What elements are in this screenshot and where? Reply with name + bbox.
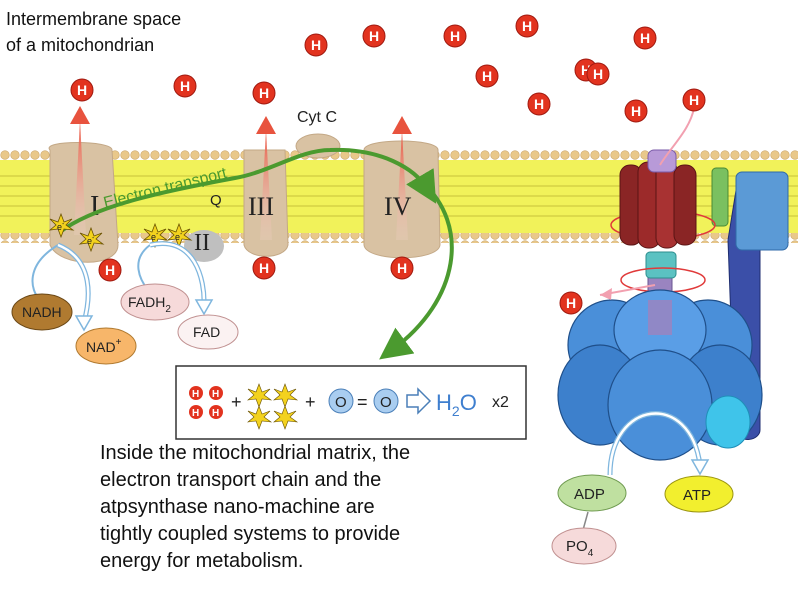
proton-label: H (482, 68, 492, 84)
po4-label: PO4 (566, 538, 594, 559)
oxygen-bond: = (357, 392, 368, 412)
proton-icon (173, 74, 197, 98)
complex-2: II (184, 230, 224, 262)
intermembrane-label-line1: Intermembrane space (6, 9, 182, 29)
proton-icon (624, 99, 648, 123)
fad-label: FAD (193, 324, 220, 340)
eq-plus-1: + (231, 392, 242, 412)
nad-label: NAD+ (86, 337, 122, 355)
proton-label: H (259, 260, 269, 276)
proton-label: H (593, 66, 603, 82)
complex-1: I (48, 106, 119, 263)
q-label: Q (210, 192, 222, 209)
caption-line-1: Inside the mitochondrial matrix, the (100, 442, 411, 464)
proton-label: H (450, 28, 460, 44)
proton-icon (98, 258, 122, 282)
electron-label: e- (151, 231, 159, 242)
proton-label: H (522, 18, 532, 34)
electron-3: e- (142, 222, 169, 249)
proton-label: H (105, 262, 115, 278)
fadh-node (120, 283, 190, 321)
atp-synthase (557, 107, 789, 476)
fadh-label: FADH2 (128, 294, 171, 315)
proton-icon (443, 24, 467, 48)
eq-proton-label: H (192, 389, 199, 400)
complex-3-label: III (248, 192, 274, 221)
complex-1-label: I (90, 191, 99, 222)
electron-label: e- (175, 231, 183, 242)
electron-label: e- (57, 221, 65, 232)
complex-3: III (243, 116, 289, 257)
nad-node (75, 327, 137, 365)
electron-4: e- (166, 222, 193, 249)
proton-label: H (369, 28, 379, 44)
proton-label: H (566, 295, 576, 311)
intermembrane-label: Intermembrane space of a mitochondrian (6, 6, 286, 58)
electron-2: e- (78, 226, 105, 253)
proton-label: H (311, 37, 321, 53)
proton-icon (70, 78, 94, 102)
proton-label: H (180, 78, 190, 94)
caption: Inside the mitochondrial matrix, the ele… (100, 440, 520, 575)
proton-icon (515, 14, 539, 38)
proton-label: H (77, 82, 87, 98)
proton-icon (304, 33, 328, 57)
adp-label: ADP (574, 486, 605, 503)
electron-label: e- (87, 235, 95, 246)
proton-icon (559, 291, 583, 315)
atp-label: ATP (683, 487, 711, 504)
water-formula: H2O (436, 390, 477, 419)
electron-1: e- (48, 212, 75, 239)
proton-icon (362, 24, 386, 48)
atp-node (664, 475, 734, 513)
proton-label: H (397, 260, 407, 276)
proton-label: H (259, 85, 269, 101)
eq-proton-label: H (212, 408, 219, 419)
atp-nodes: ADP PO4 ATP (551, 474, 734, 565)
water-multiplier: x2 (492, 394, 509, 411)
caption-line-3: atpsynthase nano-machine are (100, 496, 375, 518)
proton-icon (252, 81, 276, 105)
po4-node (551, 527, 617, 565)
intermembrane-label-line2: of a mitochondrian (6, 35, 155, 55)
proton-label: H (640, 30, 650, 46)
nadh-cycle: NADH NAD+ (11, 242, 137, 365)
proton-label: H (581, 62, 591, 78)
proton-icon (586, 62, 610, 86)
fad-node (177, 314, 239, 350)
proton-icon (390, 256, 414, 280)
complex-2-label: II (194, 230, 210, 256)
proton-icon (475, 64, 499, 88)
proton-label: H (689, 92, 699, 108)
proton-label: H (631, 103, 641, 119)
fadh-cycle: FADH2 FAD (120, 241, 239, 350)
proton-icon (633, 26, 657, 50)
proton-icon (252, 256, 276, 280)
proton-label: H (534, 96, 544, 112)
caption-line-5: energy for metabolism. (100, 550, 304, 572)
caption-line-4: tightly coupled systems to provide (100, 523, 401, 545)
reaction-equation-box: H H H H + + O = O H2O x2 (175, 365, 527, 440)
oxygen-atom-1: O (335, 394, 347, 411)
nadh-node (11, 293, 73, 331)
oxygen-atom-2: O (380, 394, 392, 411)
eq-proton-label: H (192, 408, 199, 419)
proton-icon (682, 88, 706, 112)
proton-icon (527, 92, 551, 116)
complex-4-label: IV (384, 192, 412, 221)
caption-line-2: electron transport chain and the (100, 469, 382, 491)
adp-node (557, 474, 627, 512)
eq-plus-2: + (305, 392, 316, 412)
nadh-label: NADH (22, 304, 62, 320)
cyt-c-label: Cyt C (297, 109, 337, 126)
eq-proton-label: H (212, 389, 219, 400)
